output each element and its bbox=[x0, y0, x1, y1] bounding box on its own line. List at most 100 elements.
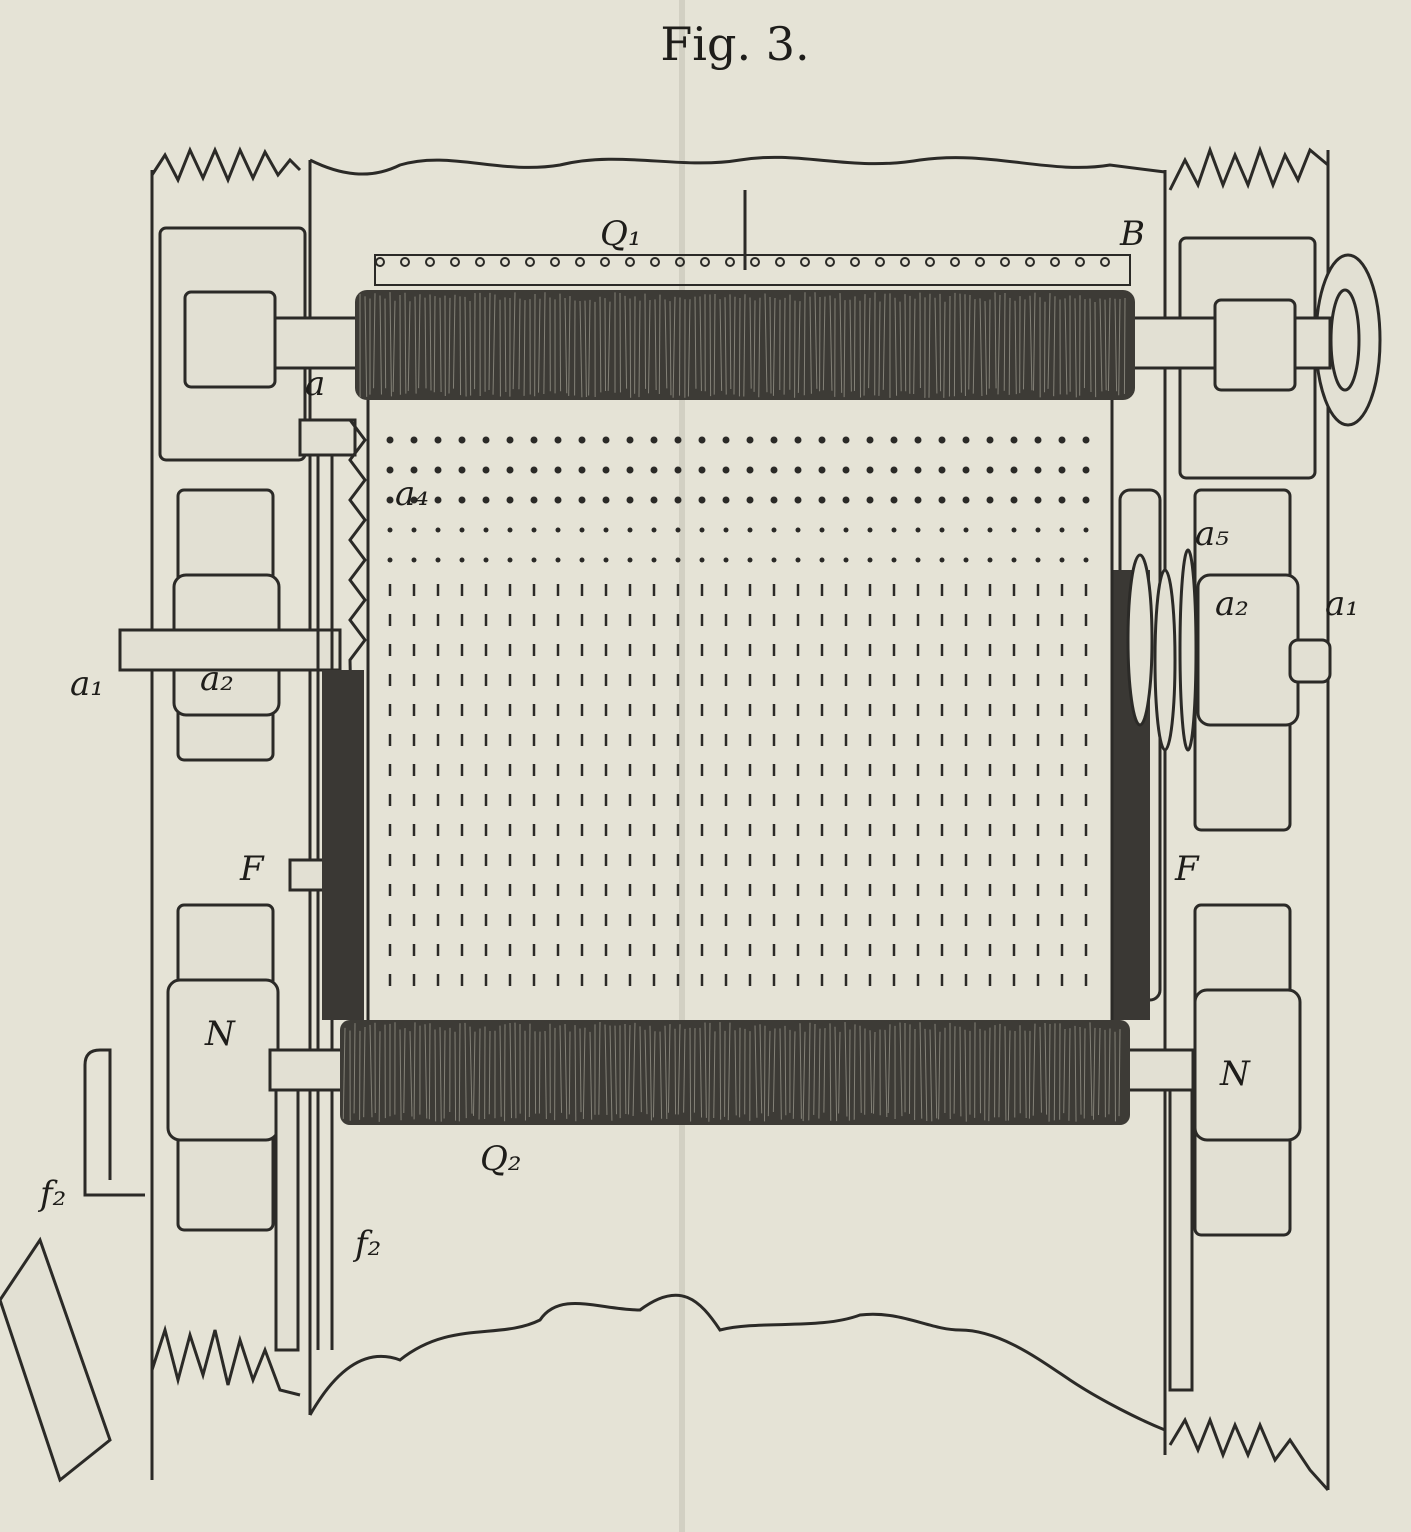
pin-head bbox=[1076, 258, 1084, 266]
bristle bbox=[949, 296, 950, 397]
bristle bbox=[739, 298, 740, 396]
pin-head bbox=[1001, 258, 1009, 266]
pin-mark bbox=[1059, 467, 1066, 474]
pin-grid bbox=[387, 437, 1090, 987]
pin-mark bbox=[652, 558, 657, 563]
bristle bbox=[1124, 298, 1125, 394]
pin-mark bbox=[891, 467, 898, 474]
pin-head bbox=[401, 258, 409, 266]
pin-mark bbox=[507, 467, 514, 474]
pin-mark bbox=[915, 497, 922, 504]
pin-head bbox=[701, 258, 709, 266]
pin-mark bbox=[1083, 497, 1090, 504]
pin-mark bbox=[1011, 467, 1018, 474]
pin-mark bbox=[579, 467, 586, 474]
pin-head bbox=[851, 258, 859, 266]
pin-mark bbox=[699, 497, 706, 504]
label-a2-right: a₂ bbox=[1215, 584, 1249, 624]
pin-head bbox=[976, 258, 984, 266]
label-f2-mid: f₂ bbox=[352, 1224, 381, 1264]
pin-mark bbox=[1083, 467, 1090, 474]
pin-mark bbox=[963, 497, 970, 504]
pin-mark bbox=[460, 558, 465, 563]
bristle bbox=[459, 1023, 460, 1121]
bristle bbox=[854, 296, 855, 391]
pin-mark bbox=[867, 437, 874, 444]
pin-mark bbox=[892, 558, 897, 563]
pin-head bbox=[801, 258, 809, 266]
bristle bbox=[954, 293, 955, 396]
pin-mark bbox=[988, 558, 993, 563]
pin-mark bbox=[892, 528, 897, 533]
pin-mark bbox=[868, 558, 873, 563]
pin-head bbox=[876, 258, 884, 266]
bristle bbox=[940, 294, 941, 391]
pin-mark bbox=[748, 558, 753, 563]
pin-mark bbox=[1060, 528, 1065, 533]
pin-mark bbox=[1059, 437, 1066, 444]
bristle bbox=[849, 1030, 850, 1121]
bristle bbox=[385, 299, 386, 389]
pin-mark bbox=[627, 497, 634, 504]
pin-mark bbox=[484, 528, 489, 533]
pin-mark bbox=[939, 497, 946, 504]
pin-head bbox=[1026, 258, 1034, 266]
pin-mark bbox=[916, 558, 921, 563]
pin-mark bbox=[1012, 528, 1017, 533]
sheet-top-edge bbox=[310, 157, 1165, 174]
sheet-bottom-edge bbox=[310, 1295, 1165, 1430]
pin-mark bbox=[459, 497, 466, 504]
pin-mark bbox=[531, 437, 538, 444]
pin-mark bbox=[532, 528, 537, 533]
pin-mark bbox=[556, 528, 561, 533]
label-bottom-roller: Q₂ bbox=[480, 1139, 522, 1179]
pin-mark bbox=[723, 497, 730, 504]
pin-mark bbox=[411, 437, 418, 444]
pin-mark bbox=[1035, 437, 1042, 444]
pin-mark bbox=[723, 467, 730, 474]
pin-mark bbox=[459, 437, 466, 444]
pin-mark bbox=[796, 528, 801, 533]
pin-mark bbox=[867, 467, 874, 474]
pin-mark bbox=[987, 437, 994, 444]
pin-head bbox=[726, 258, 734, 266]
bristle bbox=[539, 1032, 540, 1114]
pin-mark bbox=[820, 528, 825, 533]
pin-mark bbox=[603, 467, 610, 474]
bristle bbox=[429, 1023, 430, 1119]
bristle bbox=[909, 1024, 910, 1114]
pin-head bbox=[1101, 258, 1109, 266]
pin-mark bbox=[1012, 558, 1017, 563]
bristle bbox=[905, 294, 906, 391]
pin-mark bbox=[676, 528, 681, 533]
pin-mark bbox=[387, 467, 394, 474]
pin-mark bbox=[628, 558, 633, 563]
pin-head bbox=[451, 258, 459, 266]
pin-mark bbox=[580, 528, 585, 533]
bristle bbox=[675, 1029, 676, 1115]
pin-mark bbox=[676, 558, 681, 563]
pin-head bbox=[826, 258, 834, 266]
pin-mark bbox=[388, 558, 393, 563]
pin-mark bbox=[724, 558, 729, 563]
pin-mark bbox=[1035, 497, 1042, 504]
bristle bbox=[659, 295, 660, 394]
pin-mark bbox=[771, 497, 778, 504]
pin-mark bbox=[843, 467, 850, 474]
pin-mark bbox=[507, 437, 514, 444]
pin-mark bbox=[963, 437, 970, 444]
pin-mark bbox=[628, 528, 633, 533]
label-f-left: F bbox=[239, 849, 265, 889]
pin-mark bbox=[844, 528, 849, 533]
bristle bbox=[630, 299, 631, 398]
pin-mark bbox=[1035, 467, 1042, 474]
pin-mark bbox=[940, 558, 945, 563]
pin-mark bbox=[508, 558, 513, 563]
pin-mark bbox=[747, 467, 754, 474]
pin-mark bbox=[819, 467, 826, 474]
pin-mark bbox=[723, 437, 730, 444]
pin-mark bbox=[1084, 558, 1089, 563]
label-a: a bbox=[305, 364, 325, 404]
bristle bbox=[690, 1028, 691, 1122]
